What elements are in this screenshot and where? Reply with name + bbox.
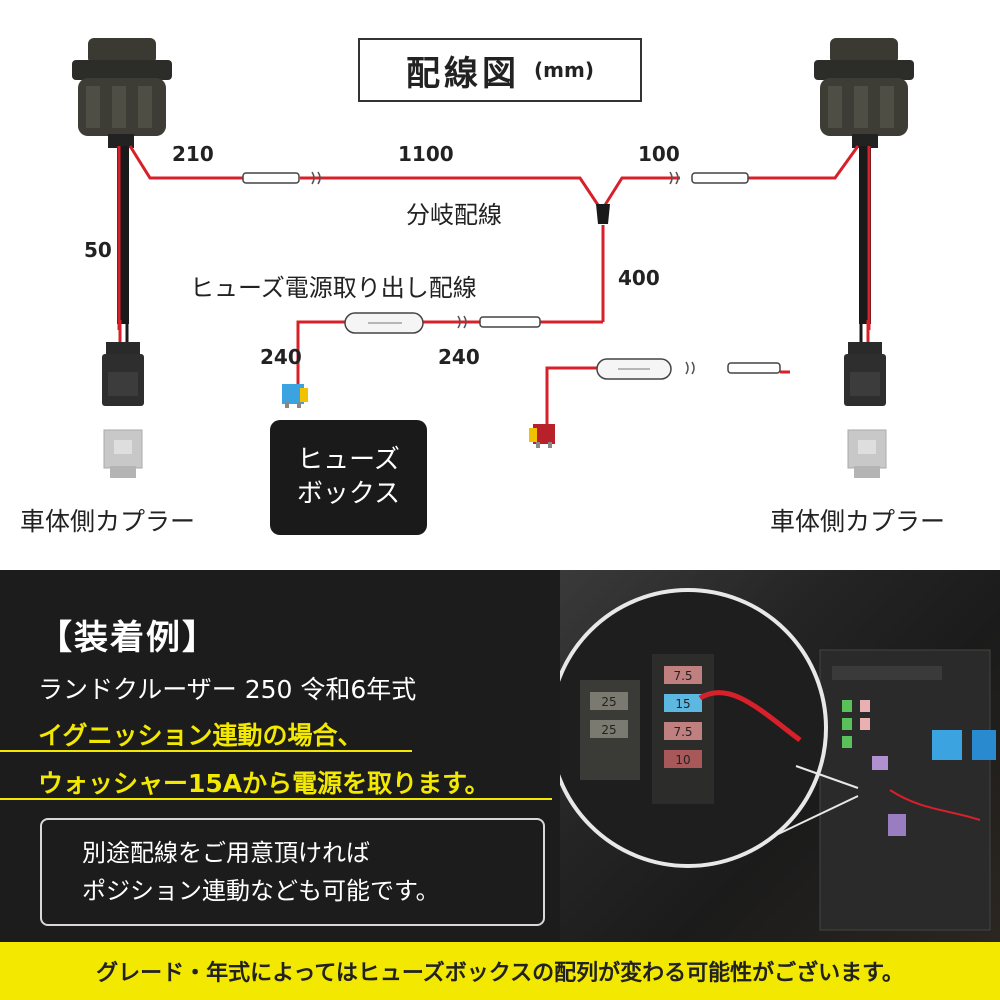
coupler-label-right: 車体側カプラー [770, 507, 946, 536]
coupler-label-left: 車体側カプラー [20, 507, 196, 536]
fuse-box-label: ヒューズ ボックス [270, 420, 427, 535]
length-240-mid: 240 [438, 345, 480, 369]
fuse-label: 7.5 [673, 725, 692, 739]
vehicle-model: ランドクルーザー 250 令和6年式 [38, 675, 417, 704]
engine-bay-photo: 7.5 15 7.5 10 25 25 [548, 570, 1000, 942]
fuse-box-line1: ヒューズ [297, 444, 400, 475]
fuse-label: 7.5 [673, 669, 692, 683]
branch-wiring [128, 145, 860, 425]
wire-terminals [242, 172, 781, 374]
highlight-line-1: イグニッション連動の場合、 [38, 721, 363, 750]
left-connector [102, 342, 144, 406]
example-title: 【装着例】 [38, 618, 218, 658]
diagram-title: 配線図 (mm) [358, 38, 642, 102]
length-50: 50 [84, 238, 112, 262]
left-lamp-unit [72, 38, 172, 148]
left-vehicle-coupler [103, 429, 143, 478]
length-100: 100 [638, 142, 680, 166]
engine-bay-illustration: 7.5 15 7.5 10 25 25 [548, 588, 996, 931]
note-line-2: ポジション連動なども可能です。 [82, 877, 440, 906]
fuse-box-line2: ボックス [296, 478, 401, 509]
highlight-underline-1 [0, 750, 412, 752]
inline-fuse-holder-1 [344, 312, 424, 334]
fuse-label: 25 [601, 723, 616, 737]
fuse-label: 15 [675, 697, 690, 711]
inline-fuse-holder-2 [596, 358, 672, 380]
length-1100: 1100 [398, 142, 454, 166]
right-lamp-unit [814, 38, 914, 148]
footer-disclaimer: グレード・年式によってはヒューズボックスの配列が変わる可能性がございます。 [0, 942, 1000, 1000]
highlight-line-2: ウォッシャー15Aから電源を取ります。 [38, 769, 490, 798]
length-240-left: 240 [260, 345, 302, 369]
highlight-underline-2 [0, 798, 552, 800]
note-line-1: 別途配線をご用意頂ければ [82, 839, 370, 867]
right-connector [844, 342, 886, 406]
right-vehicle-coupler [847, 429, 887, 478]
break-marks [311, 171, 695, 375]
fuse-wiring-label: ヒューズ電源取り出し配線 [190, 274, 477, 302]
title-unit: (mm) [534, 58, 594, 82]
zoom-fuses [590, 666, 702, 768]
wiring-svg [72, 38, 914, 478]
note-box: 別途配線をご用意頂ければ ポジション連動なども可能です。 [40, 818, 545, 926]
y-splice [596, 204, 610, 224]
red-fuse-tap [529, 424, 555, 448]
fuse-label: 10 [675, 753, 690, 767]
length-210: 210 [172, 142, 214, 166]
blue-fuse-tap [282, 384, 308, 408]
wiring-diagram: 配線図 (mm) 210 1100 100 50 400 240 240 分岐配… [20, 38, 946, 536]
fuse-label: 25 [601, 695, 616, 709]
branch-wiring-label: 分岐配線 [406, 201, 502, 229]
length-400: 400 [618, 266, 660, 290]
title-main: 配線図 [406, 53, 521, 94]
